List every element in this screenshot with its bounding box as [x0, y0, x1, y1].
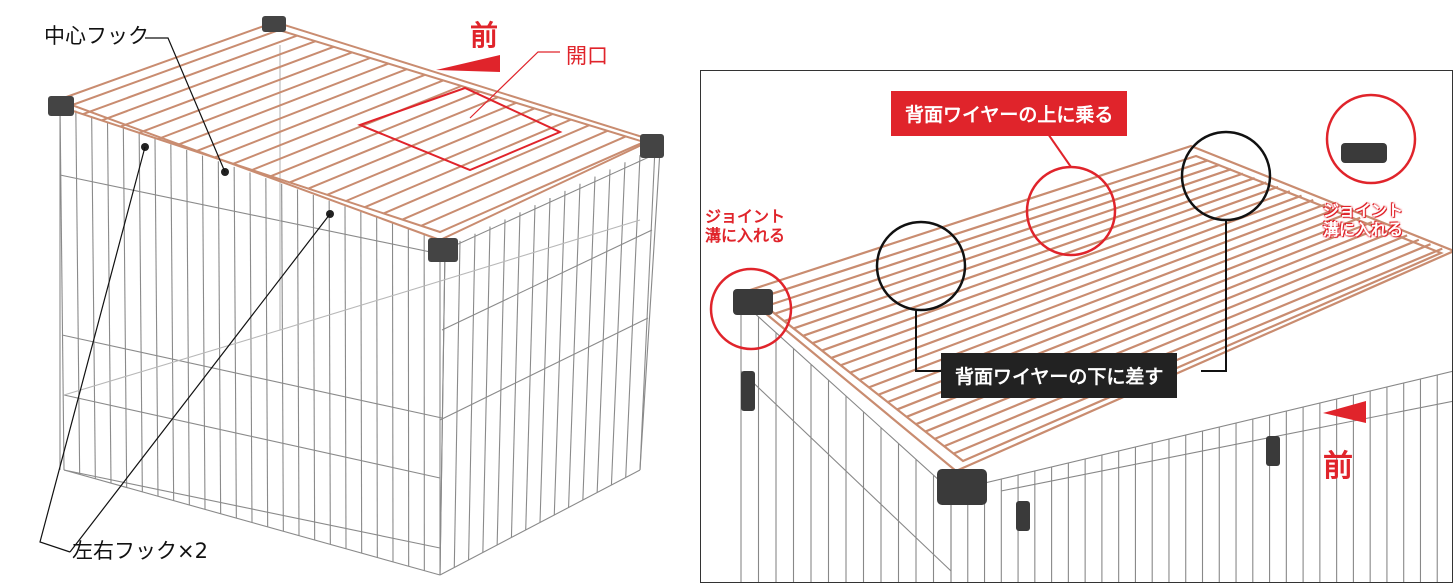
opening-label: 開口 [566, 44, 608, 68]
joint-label-left: ジョイント 溝に入れる [705, 207, 786, 246]
side-hooks-label: 左右フック×2 [72, 539, 208, 563]
detail-body-wires [740, 300, 1452, 582]
detail-joints [733, 143, 1387, 531]
corner-joints [48, 16, 664, 262]
front-label-right: 前 [1323, 449, 1353, 484]
on-top-tag: 背面ワイヤーの上に乗る [891, 91, 1128, 136]
right-cage-illustration [709, 93, 1452, 582]
detail-leaders [915, 130, 1227, 372]
detail-front-arrow [1323, 401, 1366, 423]
top-panel-wires [55, 20, 655, 242]
joint-label-right: ジョイント 溝に入れる [1323, 201, 1404, 240]
hook-dots [141, 143, 334, 218]
leader-lines [39, 37, 560, 553]
detail-frame: 背面ワイヤーの上に乗る 背面ワイヤーの下に差す ジョイント 溝に入れる ジョイン… [700, 70, 1453, 583]
left-cage-illustration [39, 16, 664, 576]
front-label-left: 前 [470, 19, 499, 52]
center-hook-label: 中心フック [44, 24, 149, 48]
cage-body-wires [59, 45, 661, 576]
under-tag: 背面ワイヤーの下に差す [941, 353, 1178, 398]
opening-outline [357, 86, 563, 172]
front-arrow [436, 55, 500, 72]
